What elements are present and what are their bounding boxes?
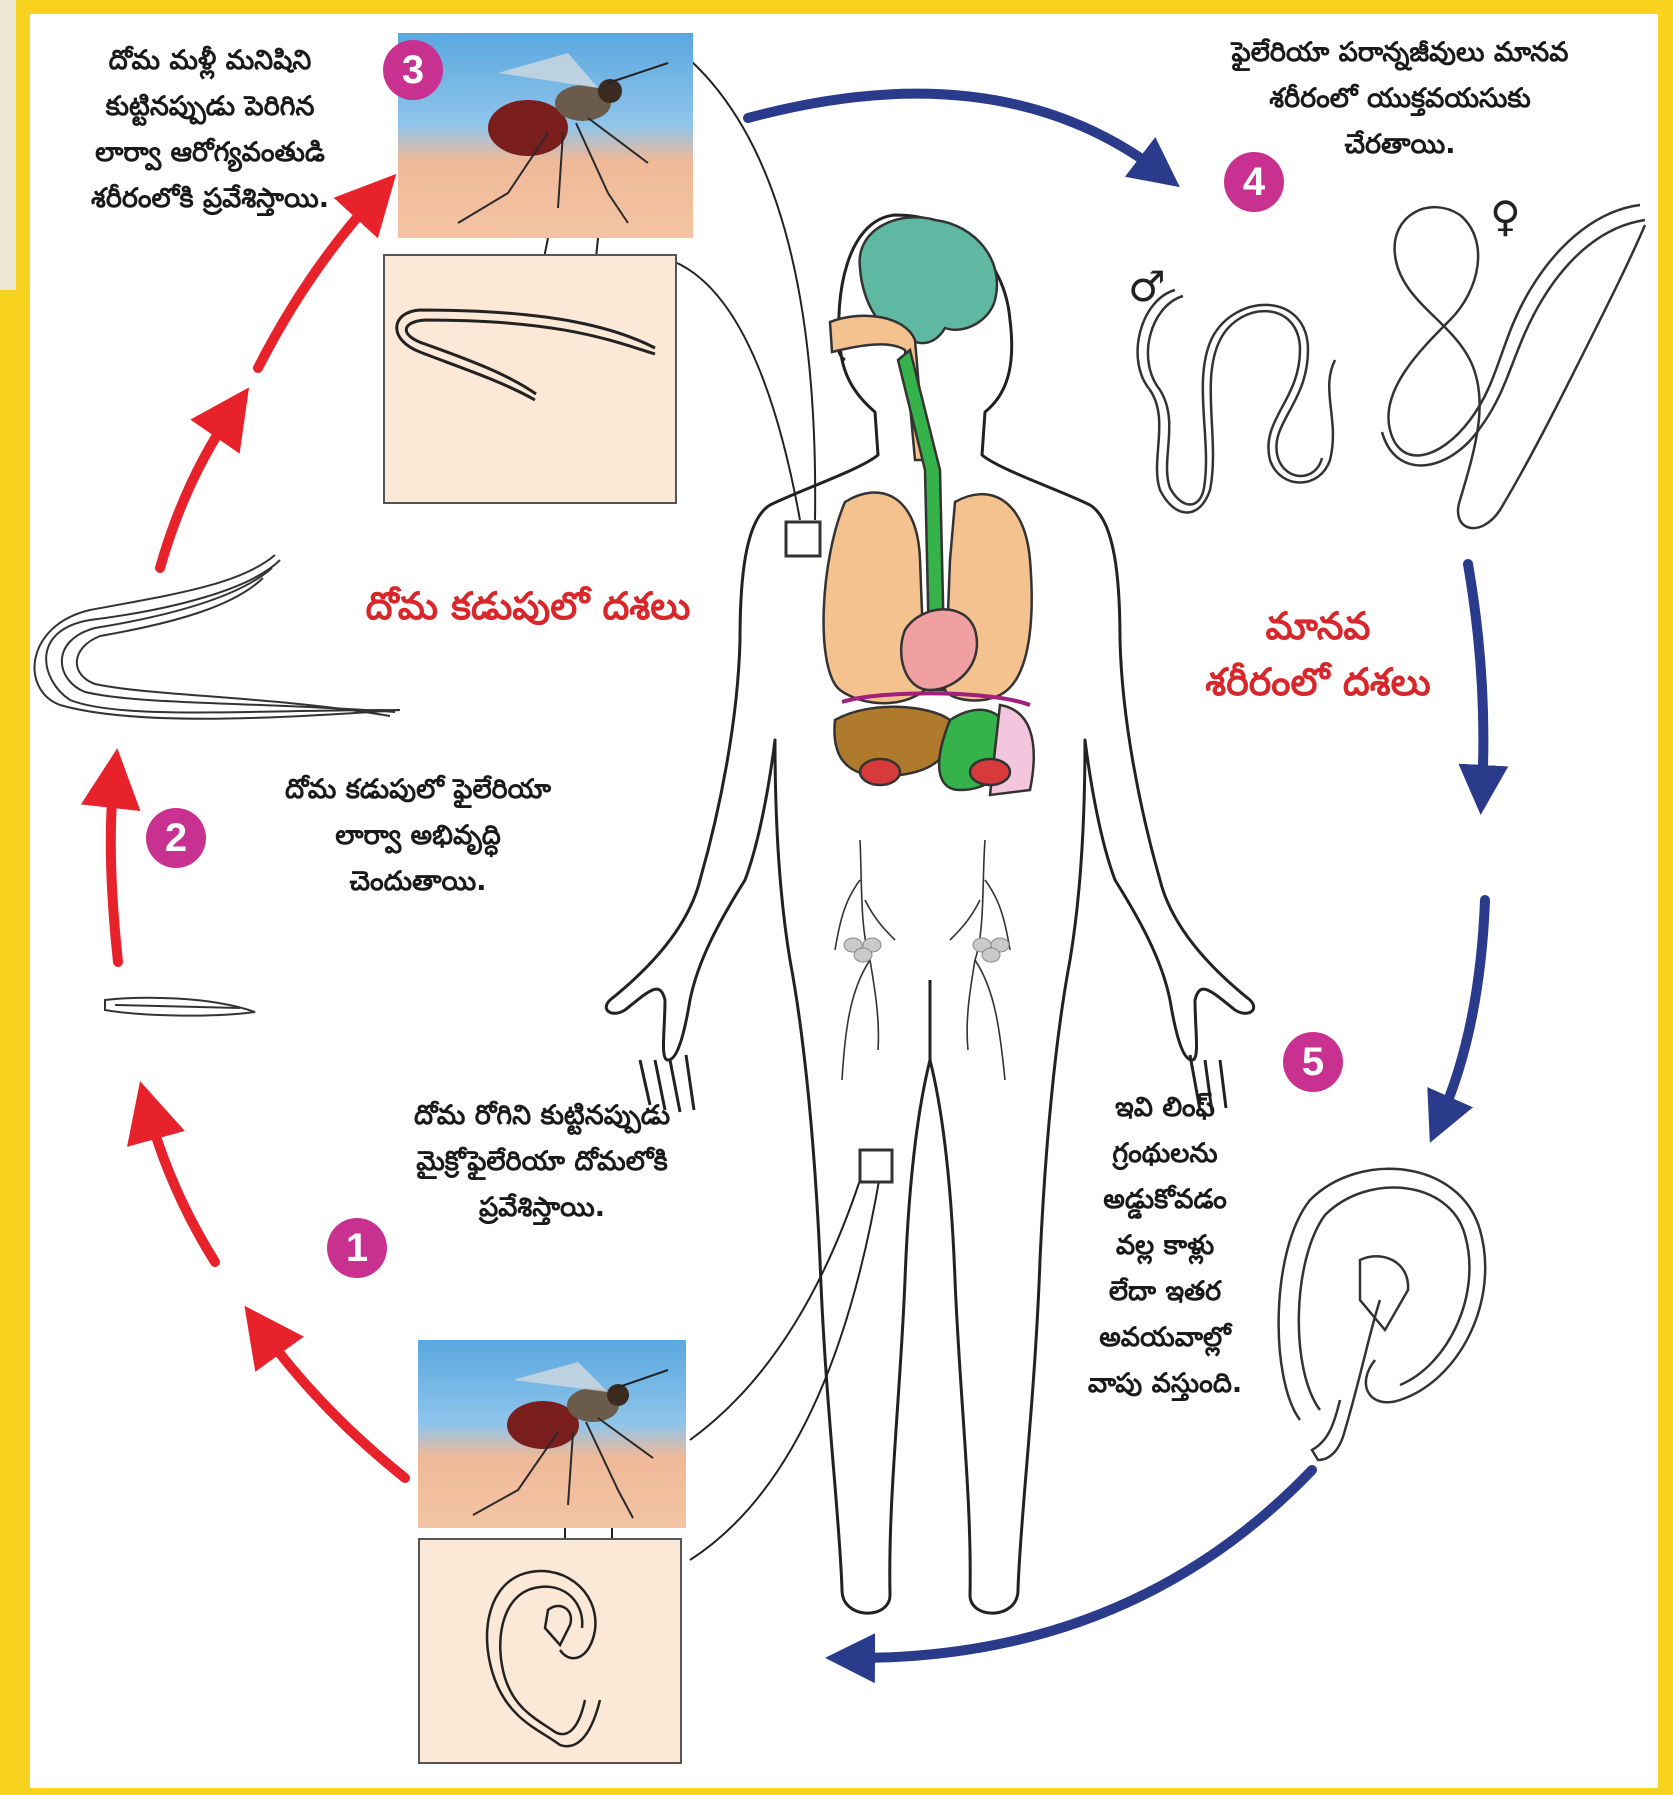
male-symbol: ♂ xyxy=(1128,262,1166,311)
step-text-line: వాపు వస్తుంది. xyxy=(1050,1361,1280,1407)
step-text-line: దోమ మళ్లీ మనిషిని xyxy=(40,38,380,84)
step-text-line: కుట్టినప్పుడు పెరిగిన xyxy=(40,84,380,130)
human-stage-title-line: శరీరంలో దశలు xyxy=(1148,654,1488,710)
step-text-line: చేరతాయి. xyxy=(1150,122,1650,168)
step-badge-5: 5 xyxy=(1283,1032,1343,1092)
step-3-text: దోమ మళ్లీ మనిషిని కుట్టినప్పుడు పెరిగిన … xyxy=(40,38,380,222)
female-symbol: ♀ xyxy=(1490,192,1521,241)
step-text-line: లేదా ఇతర xyxy=(1050,1269,1280,1315)
step-text-line: మైక్రోఫైలేరియా దోమలోకి xyxy=(342,1139,742,1185)
step-1-text: దోమ రోగిని కుట్టినప్పుడు మైక్రోఫైలేరియా … xyxy=(342,1093,742,1231)
step-4-text: ఫైలేరియా పరాన్నజీవులు మానవ శరీరంలో యుక్త… xyxy=(1150,30,1650,168)
step-text-line: దోమ రోగిని కుట్టినప్పుడు xyxy=(342,1093,742,1139)
step-text-line: ఫైలేరియా పరాన్నజీవులు మానవ xyxy=(1150,30,1650,76)
step-text-line: ప్రవేశిస్తాయి. xyxy=(342,1185,742,1231)
step-2-text: దోమ కడుపులో ఫైలేరియా లార్వా అభివృద్ధి చె… xyxy=(228,767,608,905)
step-badge-2: 2 xyxy=(146,808,206,868)
step-text-line: వల్ల కాళ్లు xyxy=(1050,1223,1280,1269)
step-5-text: ఇవి లింఫ్ గ్రంథులను అడ్డుకోవడం వల్ల కాళ్… xyxy=(1050,1085,1280,1407)
step-text-line: చెందుతాయి. xyxy=(228,859,608,905)
step-text-line: శరీరంలో యుక్తవయసుకు xyxy=(1150,76,1650,122)
step-text-line: ఇవి లింఫ్ xyxy=(1050,1085,1280,1131)
step-text-line: అడ్డుకోవడం xyxy=(1050,1177,1280,1223)
step-badge-3: 3 xyxy=(383,40,443,100)
step-text-line: లార్వా ఆరోగ్యవంతుడి xyxy=(40,130,380,176)
step-text-line: అవయవాల్లో xyxy=(1050,1315,1280,1361)
step-text-line: లార్వా అభివృద్ధి xyxy=(228,813,608,859)
human-stage-title: మానవ శరీరంలో దశలు xyxy=(1148,598,1488,710)
mosquito-stage-title: దోమ కడుపులో దశలు xyxy=(318,578,738,634)
human-stage-title-line: మానవ xyxy=(1148,598,1488,654)
step-text-line: దోమ కడుపులో ఫైలేరియా xyxy=(228,767,608,813)
step-text-line: గ్రంథులను xyxy=(1050,1131,1280,1177)
step-text-line: శరీరంలోకి ప్రవేశిస్తాయి. xyxy=(40,176,380,222)
